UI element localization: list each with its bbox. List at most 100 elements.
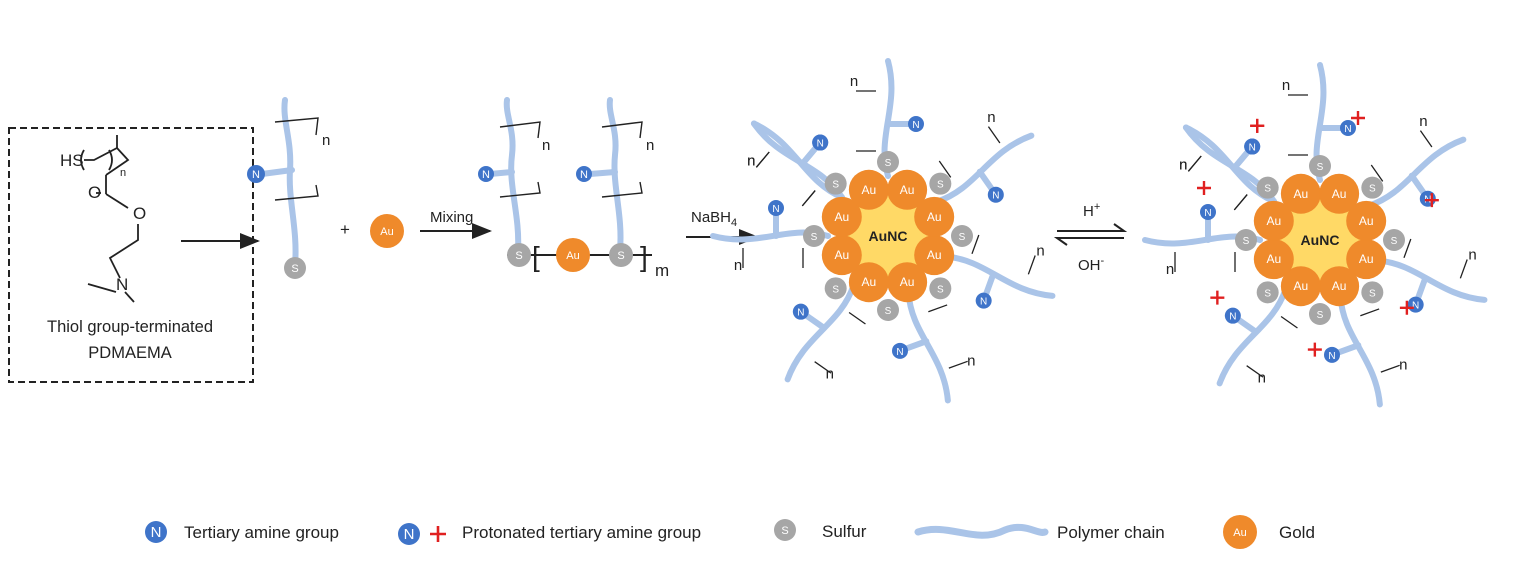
svg-text:S: S (1264, 184, 1271, 195)
cluster-core (1270, 190, 1370, 290)
equilibrium-arrows (1053, 223, 1128, 246)
amine-circle: N (1200, 204, 1216, 220)
polymer-chain (941, 253, 1056, 299)
polymer-chain (784, 282, 857, 383)
protonation-plus (1210, 290, 1225, 305)
sulfur-circle: S (507, 243, 531, 267)
repeat-n-label: n (967, 352, 975, 369)
amine-circle: N (1419, 190, 1436, 207)
gold-atom: Au (556, 238, 590, 272)
gold-atom: Au (1253, 239, 1294, 280)
protonation-plus (1399, 300, 1414, 315)
svg-text:S: S (885, 306, 892, 317)
svg-text:N: N (1412, 301, 1419, 312)
monomer-caption-line2: PDMAEMA (88, 344, 171, 362)
svg-text:N: N (1328, 351, 1335, 362)
monomer-caption-line1: Thiol group-terminated (47, 318, 213, 336)
svg-text:N: N (817, 139, 824, 150)
sulfur-circle: S (1361, 281, 1384, 304)
repeat-n-label: n (1258, 369, 1266, 386)
amine-circle: N (1323, 346, 1340, 363)
svg-text:Au: Au (1266, 252, 1281, 266)
gold-atom: Au (1346, 200, 1387, 241)
svg-text:N: N (580, 169, 588, 181)
repeat-n-label: n (734, 257, 742, 274)
svg-text:N: N (1229, 312, 1236, 323)
svg-text:Au: Au (1294, 187, 1309, 201)
base-label: OH- (1078, 255, 1105, 274)
legend-item-polymer: Polymer chain (914, 523, 1165, 542)
gold-atom: Au (1319, 173, 1360, 214)
svg-text:N: N (1249, 143, 1256, 154)
sulfur-circle: S (609, 243, 633, 267)
svg-text:N: N (404, 526, 415, 543)
gold-atom: Au (370, 214, 404, 248)
svg-text:S: S (291, 263, 298, 275)
amine-circle: N (1244, 138, 1261, 155)
svg-text:S: S (832, 180, 839, 191)
legend-item-sulfur: S Sulfur (774, 519, 867, 541)
legend: N Tertiary amine group N Protonated tert… (145, 515, 1315, 549)
gold-atom: Au (1280, 173, 1321, 214)
sulfur-circle: S (1361, 176, 1384, 199)
amine-circle: N (478, 166, 494, 182)
gold-atom: Au (1346, 239, 1387, 280)
svg-text:S: S (1243, 236, 1250, 247)
repeat-n-label: n (1468, 246, 1476, 263)
svg-text:S: S (1391, 236, 1398, 247)
legend-label: Tertiary amine group (184, 523, 339, 542)
amine-circle: N (768, 200, 784, 216)
svg-text:S: S (811, 232, 818, 243)
svg-text:N: N (1344, 124, 1351, 135)
amine-circle: N (1224, 307, 1241, 324)
repeat-n-label: n (826, 365, 834, 382)
monomer-structure: HS n O O N Thiol group-terminated PDMAEM… (8, 127, 254, 383)
svg-text:N: N (151, 524, 162, 541)
hs-label: HS (60, 151, 84, 170)
gold-atom: Au (1253, 200, 1294, 241)
svg-text:Au: Au (927, 210, 942, 224)
plus-operator: + (340, 220, 350, 239)
repeat-n-label: n (1166, 261, 1174, 278)
polymer-chain (905, 289, 951, 404)
repeat-n-label: n (747, 153, 755, 170)
sulfur-circle: S (877, 151, 899, 173)
sulfur-circle: S (1256, 176, 1279, 199)
polymer-chain (1373, 257, 1488, 303)
svg-text:N: N (992, 191, 999, 202)
legend-item-protonated: N Protonated tertiary amine group (398, 523, 701, 545)
legend-label: Gold (1279, 523, 1315, 542)
sulfur-circle: S (803, 225, 825, 247)
amine-circle: N (908, 116, 924, 132)
protonation-plus (1424, 193, 1439, 208)
sulfur-circle: S (929, 172, 952, 195)
legend-item-amine: N Tertiary amine group (145, 521, 339, 543)
gold-atom: Au (848, 169, 889, 210)
repeat-n-label: n (1179, 157, 1187, 174)
bracket-open: [ (532, 241, 540, 272)
gold-atom: Au (1319, 266, 1360, 307)
sulfur-circle: S (824, 277, 847, 300)
svg-text:S: S (1317, 310, 1324, 321)
sulfur-circle: S (1383, 229, 1405, 251)
sulfur-circle: S (877, 299, 899, 321)
repeat-n-label: n (1282, 77, 1290, 94)
svg-text:Au: Au (862, 275, 877, 289)
protonation-plus (1197, 181, 1211, 195)
sulfur-circle: S (1309, 303, 1331, 325)
amine-circle: N (1407, 296, 1424, 313)
protonation-plus (1250, 118, 1265, 133)
protonation-plus (1351, 111, 1365, 125)
sulfur-circle: S (1256, 281, 1279, 304)
gold-atom: Au (1280, 266, 1321, 307)
polymer-chain (934, 132, 1035, 205)
gold-atom: Au (914, 196, 955, 237)
acid-label: H+ (1083, 201, 1100, 220)
svg-text:N: N (912, 120, 919, 131)
repeat-n-label: n (1419, 113, 1427, 130)
svg-text:S: S (885, 158, 892, 169)
amine-circle: N (891, 342, 908, 359)
amine-circle: N (576, 166, 592, 182)
svg-text:Au: Au (1332, 279, 1347, 293)
